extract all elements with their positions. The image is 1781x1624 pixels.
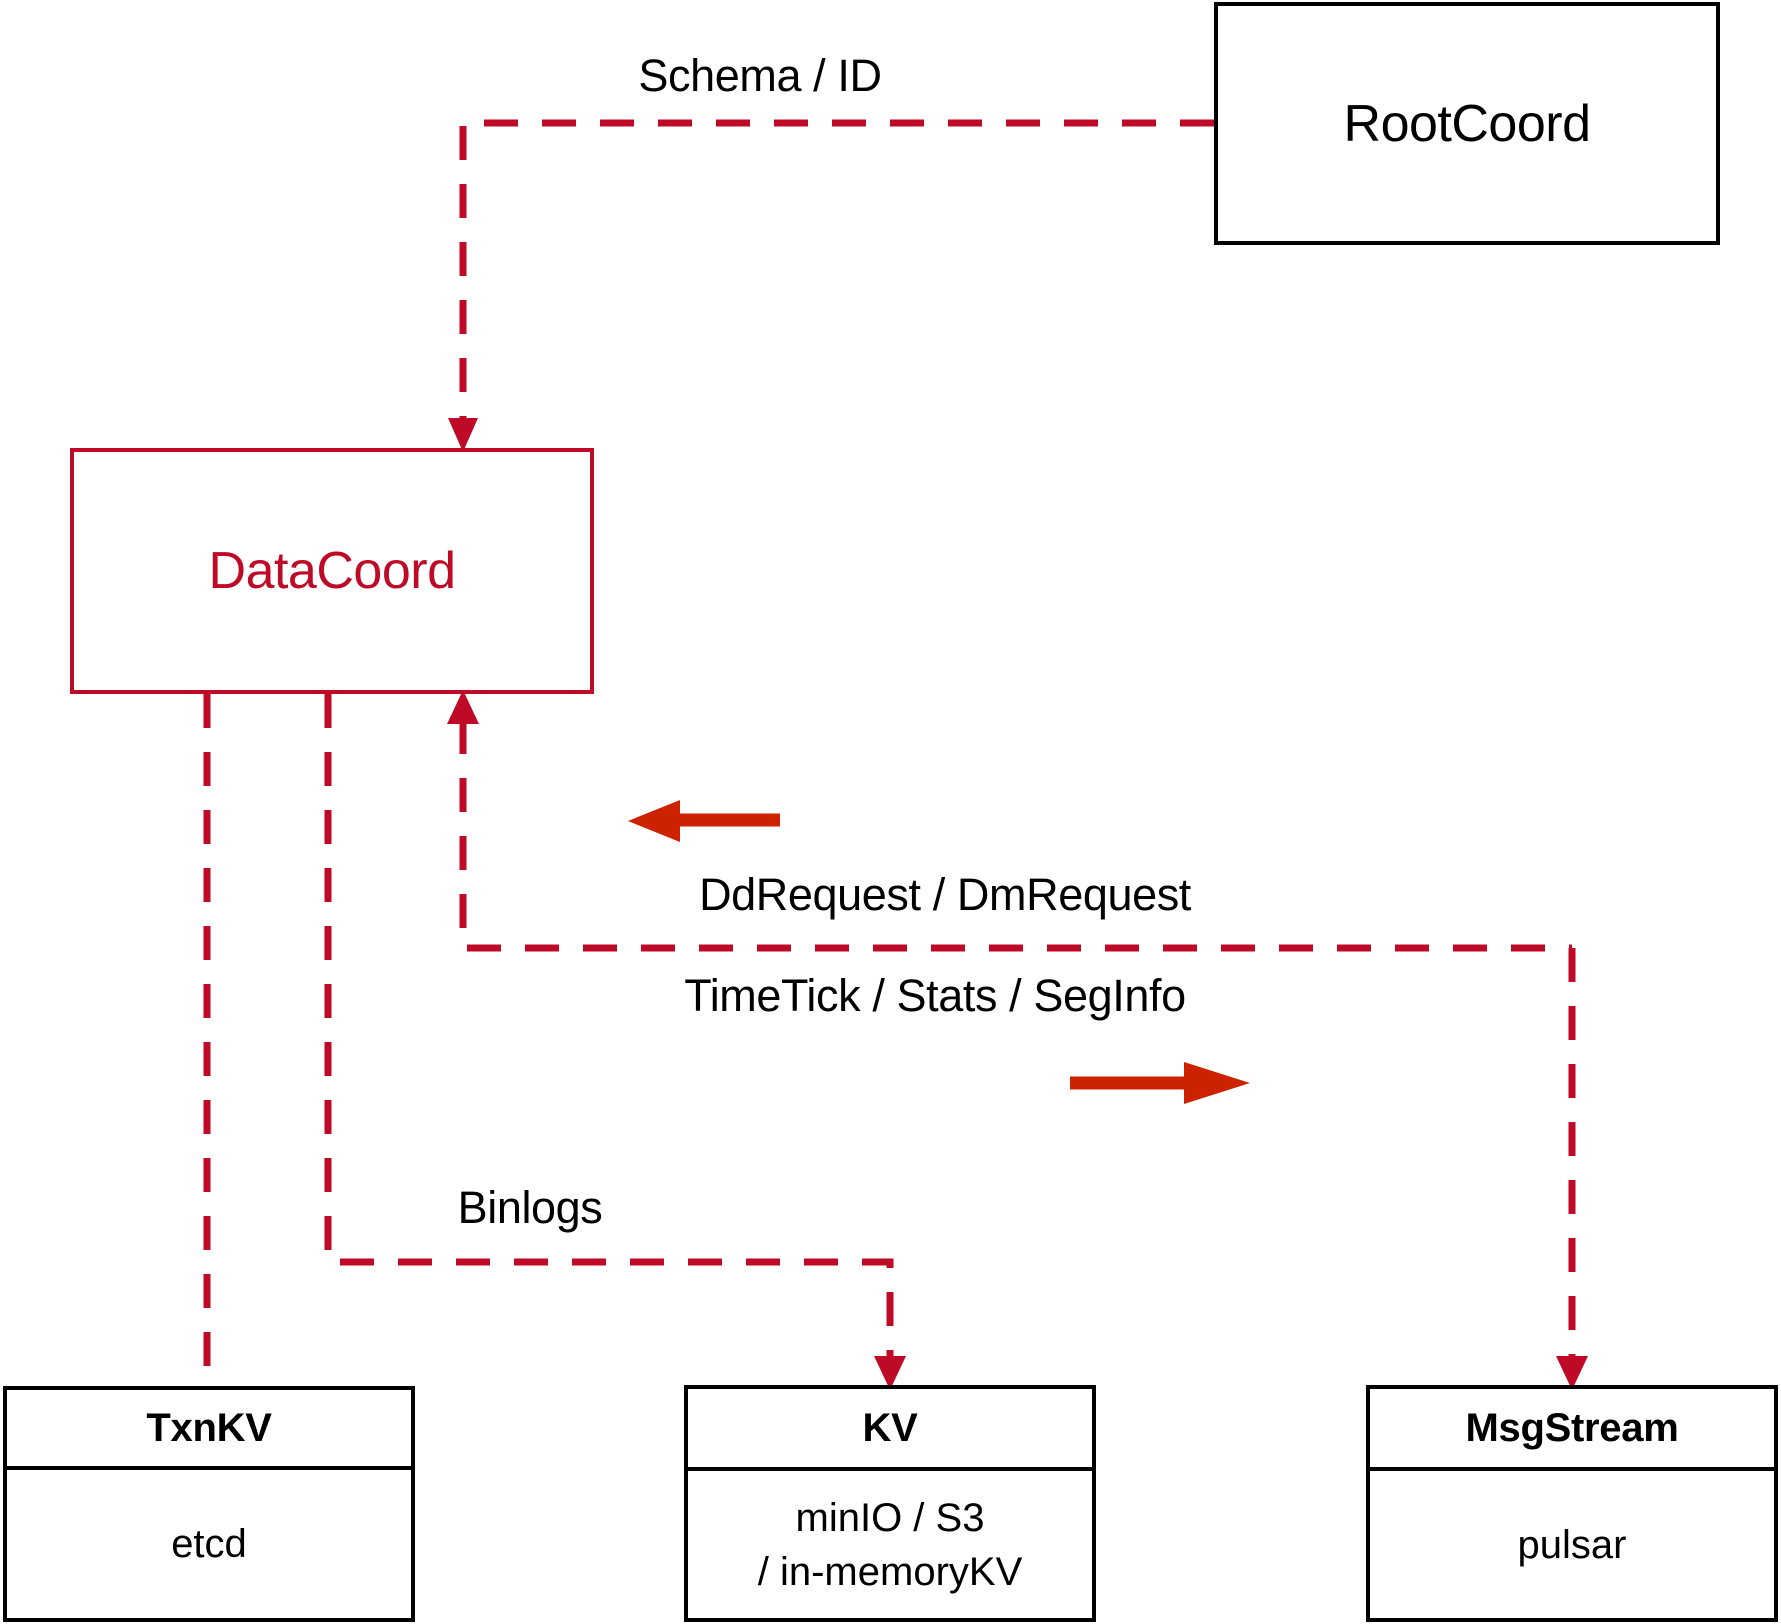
edge-datacoord-to-kv xyxy=(324,694,906,1390)
edge-label-timetick-stats-seginfo: TimeTick / Stats / SegInfo xyxy=(684,970,1186,1021)
node-kv-body-line-1: minIO / S3 xyxy=(795,1495,985,1540)
edge-datacoord-to-msgstream xyxy=(1556,948,1588,1390)
leftward-arrow-icon xyxy=(628,800,780,842)
node-msgstream-title: MsgStream xyxy=(1465,1405,1679,1450)
node-msgstream[interactable]: MsgStream pulsar xyxy=(1366,1385,1778,1622)
node-datacoord[interactable]: DataCoord xyxy=(70,448,594,694)
node-kv-body-line-2: / in-memoryKV xyxy=(757,1549,1023,1594)
edge-label-schema-id: Schema / ID xyxy=(638,50,882,101)
rightward-arrow-icon xyxy=(1070,1062,1250,1104)
node-msgstream-body: pulsar xyxy=(1370,1471,1774,1618)
node-msgstream-divider xyxy=(1370,1467,1774,1471)
node-txnkv[interactable]: TxnKV etcd xyxy=(3,1386,415,1622)
node-txnkv-body-line-1: etcd xyxy=(171,1522,247,1566)
node-msgstream-body-line-1: pulsar xyxy=(1517,1522,1627,1567)
node-txnkv-title: TxnKV xyxy=(146,1405,272,1450)
edge-msgstream-to-datacoord xyxy=(447,690,1572,952)
edge-label-binlogs: Binlogs xyxy=(457,1182,603,1233)
node-kv-title: KV xyxy=(862,1405,918,1450)
node-kv[interactable]: KV minIO / S3 / in-memoryKV xyxy=(684,1385,1096,1622)
node-rootcoord[interactable]: RootCoord xyxy=(1214,2,1720,245)
edge-rootcoord-to-datacoord xyxy=(448,119,1214,452)
node-datacoord-label: DataCoord xyxy=(208,542,456,600)
node-txnkv-body: etcd xyxy=(7,1470,411,1618)
node-kv-divider xyxy=(688,1467,1092,1471)
node-txnkv-divider xyxy=(7,1466,411,1470)
edge-label-ddrequest-dmrequest: DdRequest / DmRequest xyxy=(699,869,1191,920)
node-rootcoord-label: RootCoord xyxy=(1343,94,1591,153)
node-kv-body: minIO / S3 / in-memoryKV xyxy=(688,1471,1092,1618)
